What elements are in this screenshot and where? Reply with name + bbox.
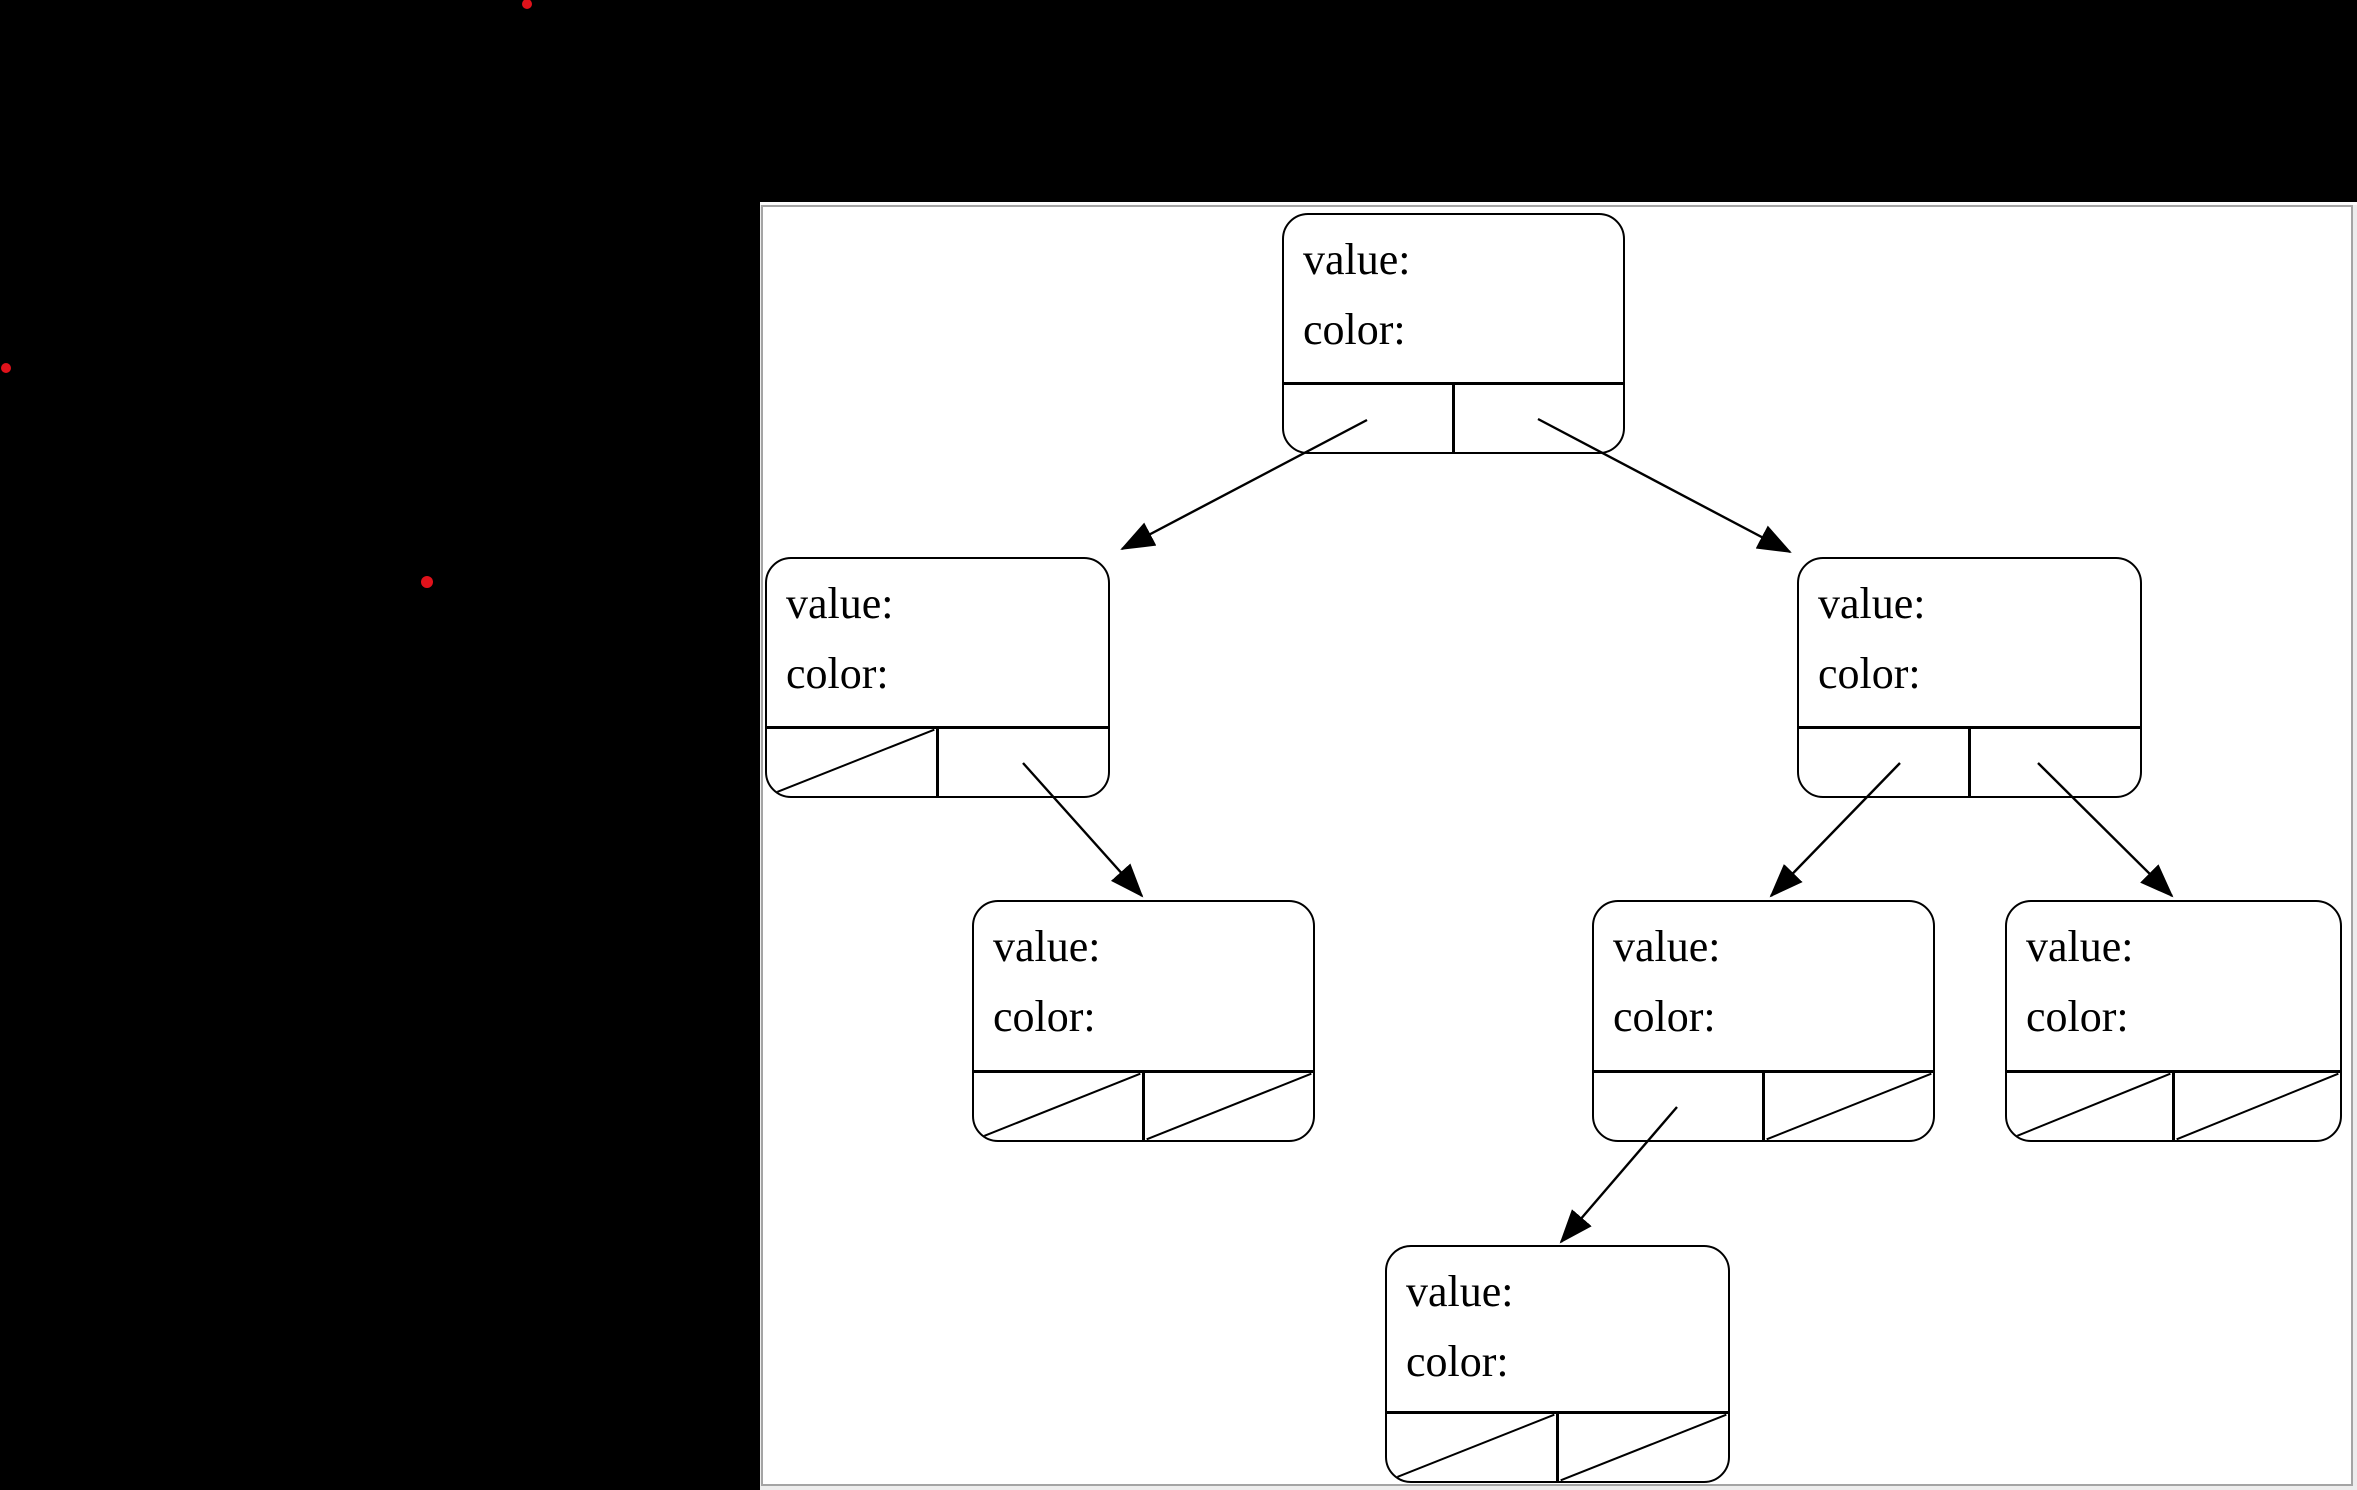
left-pointer-cell xyxy=(1387,1414,1559,1481)
tree-node-right-left-grandchild: value: color: xyxy=(1592,900,1935,1142)
node-fields: value: color: xyxy=(1594,902,1933,1070)
tree-node-right-right-grandchild: value: color: xyxy=(2005,900,2342,1142)
right-pointer-cell xyxy=(939,729,1108,796)
right-pointer-cell xyxy=(1145,1073,1313,1140)
node-color-label: color: xyxy=(2026,992,2129,1041)
tree-node-root: value: color: xyxy=(1282,213,1625,454)
node-value-label: value: xyxy=(1406,1267,1514,1316)
null-pointer-slash-icon xyxy=(1387,1414,1556,1481)
node-pointer-row xyxy=(767,726,1108,796)
node-value-label: value: xyxy=(1613,922,1721,971)
panel-top-edge xyxy=(760,202,2357,205)
red-dot xyxy=(421,576,433,588)
right-pointer-cell xyxy=(1765,1073,1933,1140)
red-dot xyxy=(522,0,532,9)
null-pointer-slash-icon xyxy=(1559,1414,1728,1481)
right-pointer-cell xyxy=(1971,729,2140,796)
null-pointer-slash-icon xyxy=(974,1073,1142,1140)
red-dot xyxy=(1,363,11,373)
null-pointer-slash-icon xyxy=(1145,1073,1313,1140)
node-pointer-row xyxy=(1799,726,2140,796)
node-color-label: color: xyxy=(1818,649,1921,698)
node-color-label: color: xyxy=(786,649,889,698)
node-pointer-row xyxy=(974,1070,1313,1140)
node-color-label: color: xyxy=(1303,305,1406,354)
node-color-label: color: xyxy=(1406,1337,1509,1386)
node-pointer-row xyxy=(1387,1411,1728,1481)
node-fields: value: color: xyxy=(974,902,1313,1070)
null-pointer-slash-icon xyxy=(767,729,936,796)
tree-node-bottom-node: value: color: xyxy=(1385,1245,1730,1483)
right-pointer-cell xyxy=(2175,1073,2340,1140)
null-pointer-slash-icon xyxy=(2175,1073,2340,1140)
null-pointer-slash-icon xyxy=(1765,1073,1933,1140)
left-pointer-cell xyxy=(974,1073,1145,1140)
node-fields: value: color: xyxy=(2007,902,2340,1070)
left-pointer-cell xyxy=(2007,1073,2175,1140)
node-color-label: color: xyxy=(1613,992,1716,1041)
node-value-label: value: xyxy=(1303,235,1411,284)
right-pointer-cell xyxy=(1559,1414,1728,1481)
tree-node-left-right-grandchild: value: color: xyxy=(972,900,1315,1142)
tree-node-right-child: value: color: xyxy=(1797,557,2142,798)
node-fields: value: color: xyxy=(1387,1247,1728,1411)
node-fields: value: color: xyxy=(767,559,1108,726)
left-pointer-cell xyxy=(1799,729,1971,796)
left-pointer-cell xyxy=(1284,385,1455,452)
node-fields: value: color: xyxy=(1284,215,1623,382)
node-value-label: value: xyxy=(2026,922,2134,971)
node-pointer-row xyxy=(1284,382,1623,452)
left-pointer-cell xyxy=(1594,1073,1765,1140)
tree-node-left-child: value: color: xyxy=(765,557,1110,798)
node-pointer-row xyxy=(2007,1070,2340,1140)
node-fields: value: color: xyxy=(1799,559,2140,726)
right-pointer-cell xyxy=(1455,385,1623,452)
node-value-label: value: xyxy=(1818,579,1926,628)
node-pointer-row xyxy=(1594,1070,1933,1140)
node-value-label: value: xyxy=(993,922,1101,971)
null-pointer-slash-icon xyxy=(2007,1073,2172,1140)
left-pointer-cell xyxy=(767,729,939,796)
node-color-label: color: xyxy=(993,992,1096,1041)
node-value-label: value: xyxy=(786,579,894,628)
